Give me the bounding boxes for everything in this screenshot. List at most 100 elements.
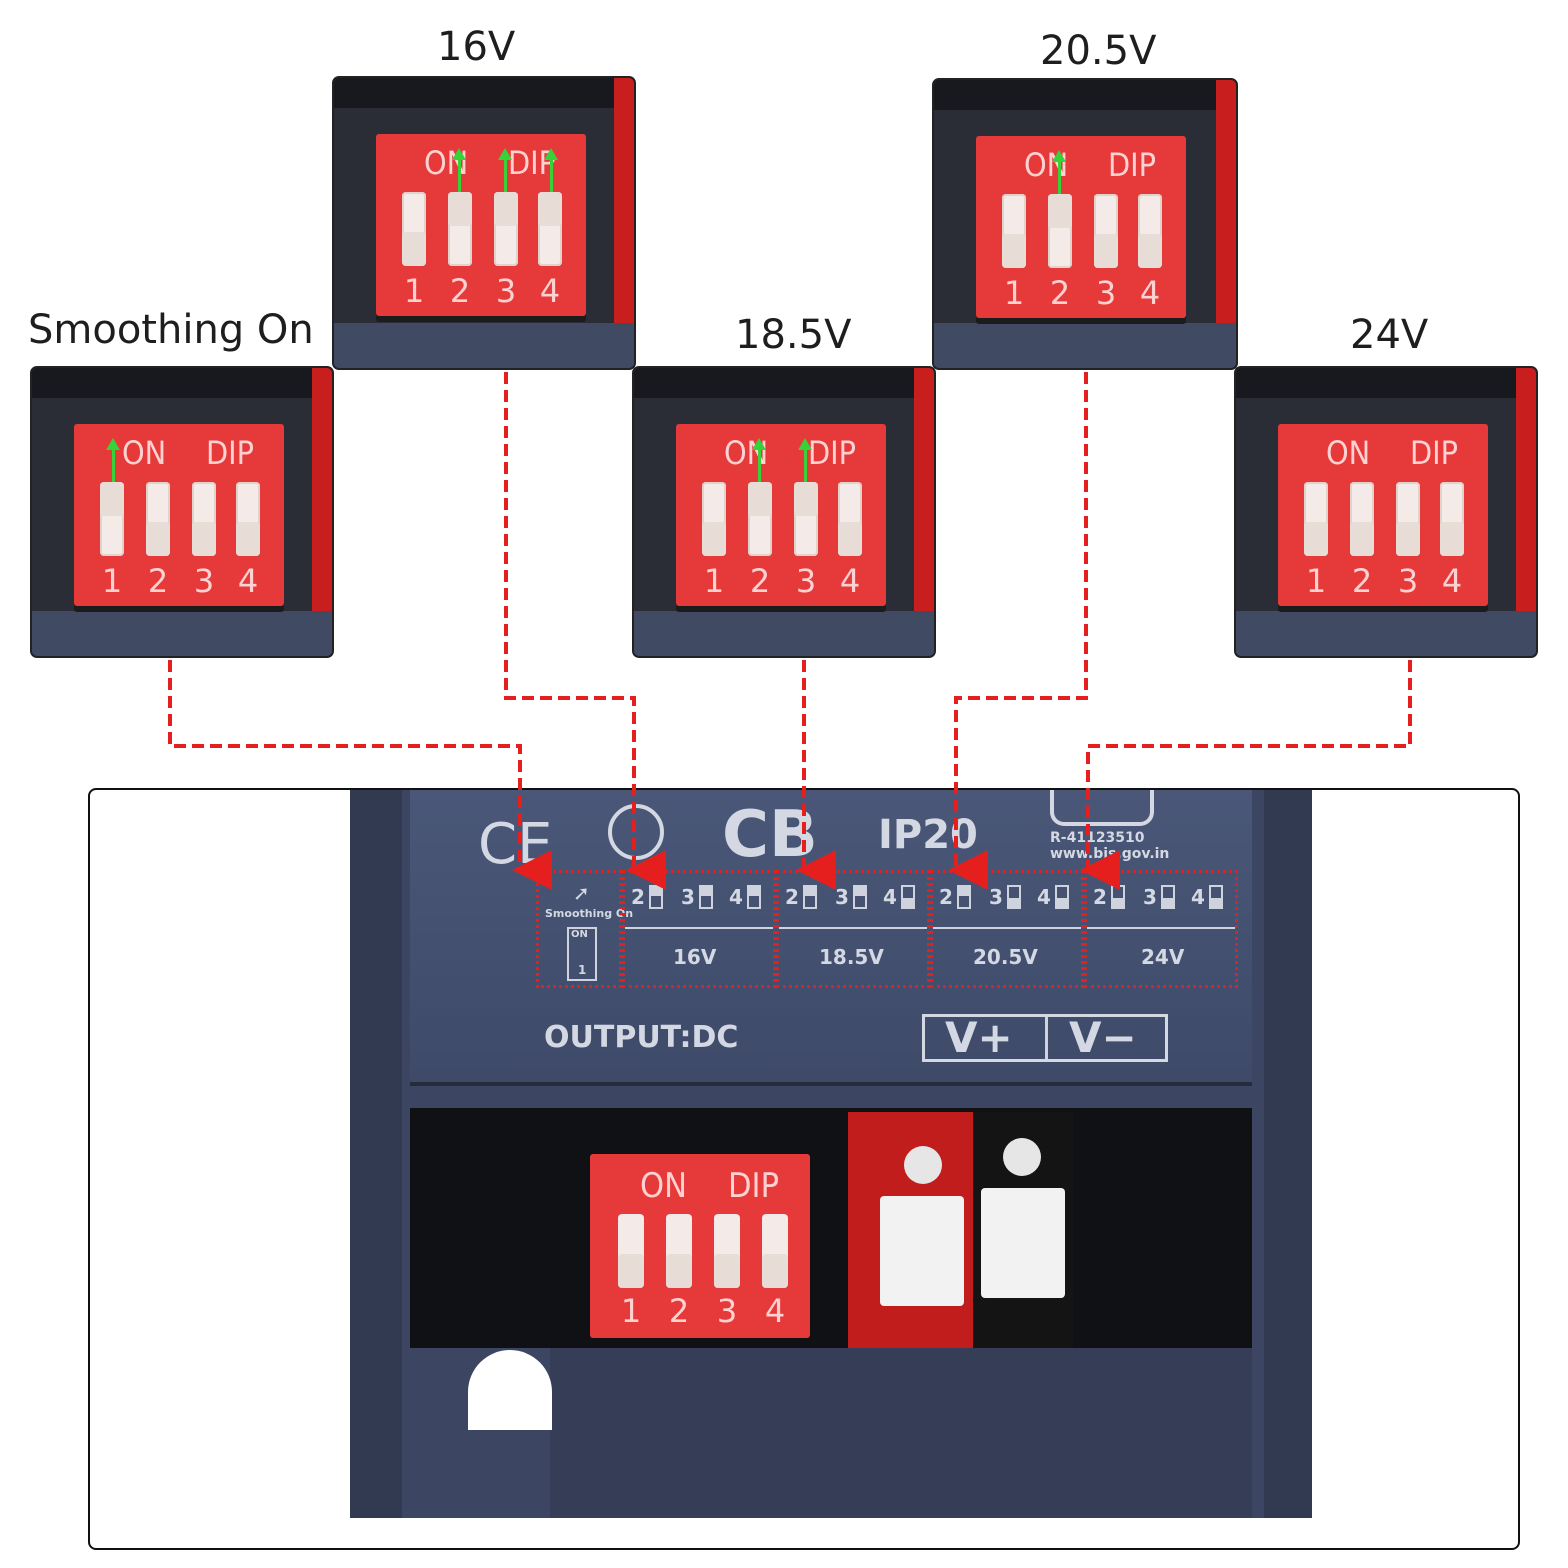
dip-num-4: 4 bbox=[764, 1292, 786, 1330]
dip-switch-16v: ON DIP 1 2 3 4 bbox=[376, 134, 586, 316]
setting-label-18-5v: 18.5V bbox=[819, 945, 884, 969]
dip-switch-1[interactable] bbox=[702, 482, 726, 556]
terminal-lever[interactable] bbox=[880, 1196, 964, 1306]
switch-on-text: ON bbox=[571, 929, 588, 940]
dip-switch-4[interactable] bbox=[1138, 194, 1162, 268]
dip-dip-label: DIP bbox=[1410, 434, 1459, 472]
dip-switch-4[interactable] bbox=[838, 482, 862, 556]
dip-num-3: 3 bbox=[1397, 562, 1419, 600]
dip-dip-label: DIP bbox=[206, 434, 255, 472]
dip-switch-3[interactable] bbox=[794, 482, 818, 556]
thumb-16v: ON DIP 1 2 3 4 bbox=[332, 76, 636, 370]
dip-num-4: 4 bbox=[1139, 274, 1161, 312]
position-2: 2 bbox=[1093, 885, 1107, 909]
setting-cell-24v: 2 3 4 24V bbox=[1084, 870, 1238, 988]
voltage-setting-table: Smoothing On ➚ ON 1 2 3 4 16V bbox=[536, 870, 1242, 990]
dip-num-2: 2 bbox=[1049, 274, 1071, 312]
terminal-negative[interactable] bbox=[973, 1112, 1073, 1357]
dip-dip-label: DIP bbox=[1108, 146, 1157, 184]
dip-num-2: 2 bbox=[668, 1292, 690, 1330]
output-label: OUTPUT:DC bbox=[544, 1020, 739, 1055]
green-up-arrow-icon bbox=[452, 148, 466, 192]
terminal-positive[interactable] bbox=[848, 1112, 973, 1357]
position-3: 3 bbox=[989, 885, 1003, 909]
dip-switch-3[interactable] bbox=[1094, 194, 1118, 268]
thumb-smoothing-on: ON DIP 1 2 3 4 bbox=[30, 366, 334, 658]
position-4: 4 bbox=[883, 885, 897, 909]
dip-switch-1[interactable] bbox=[1304, 482, 1328, 556]
green-up-arrow-icon bbox=[752, 438, 766, 482]
green-up-arrow-icon bbox=[1052, 150, 1066, 194]
dip-num-2: 2 bbox=[749, 562, 771, 600]
dip-switch-4[interactable] bbox=[762, 1214, 788, 1288]
dip-num-3: 3 bbox=[495, 272, 517, 310]
dip-num-4: 4 bbox=[237, 562, 259, 600]
smoothing-cell: Smoothing On ➚ ON 1 bbox=[536, 870, 633, 988]
green-up-arrow-icon bbox=[544, 148, 558, 192]
thumb-24v: ON DIP 1 2 3 4 bbox=[1234, 366, 1538, 658]
dip-dip-label: DIP bbox=[808, 434, 857, 472]
position-2: 2 bbox=[939, 885, 953, 909]
dip-on-label: ON bbox=[1326, 434, 1371, 472]
device-dip-switch: ON DIP 1 2 3 4 bbox=[590, 1154, 810, 1338]
dip-num-3: 3 bbox=[193, 562, 215, 600]
dip-switch-3[interactable] bbox=[1396, 482, 1420, 556]
dip-switch-1[interactable] bbox=[618, 1214, 644, 1288]
dip-num-2: 2 bbox=[147, 562, 169, 600]
dip-switch-2[interactable] bbox=[666, 1214, 692, 1288]
setting-label-24v: 24V bbox=[1141, 945, 1185, 969]
setting-cell-18-5v: 2 3 4 18.5V bbox=[776, 870, 930, 988]
dip-switch-smoothing: ON DIP 1 2 3 4 bbox=[74, 424, 284, 606]
dip-num-3: 3 bbox=[1095, 274, 1117, 312]
smoothing-label: Smoothing On bbox=[545, 907, 634, 920]
dip-switch-3[interactable] bbox=[192, 482, 216, 556]
position-4: 4 bbox=[1191, 885, 1205, 909]
dip-switch-1[interactable] bbox=[100, 482, 124, 556]
dip-num-1: 1 bbox=[403, 272, 425, 310]
connector-24v bbox=[1080, 660, 1412, 890]
terminal-hole bbox=[904, 1146, 942, 1184]
position-2: 2 bbox=[631, 885, 645, 909]
setting-cell-20-5v: 2 3 4 20.5V bbox=[930, 870, 1084, 988]
caption-16v: 16V bbox=[437, 24, 516, 70]
green-up-arrow-icon bbox=[498, 148, 512, 192]
dip-switch-1[interactable] bbox=[1002, 194, 1026, 268]
dip-num-3: 3 bbox=[795, 562, 817, 600]
dip-switch-2[interactable] bbox=[1350, 482, 1374, 556]
dip-num-1: 1 bbox=[703, 562, 725, 600]
power-supply-device: CE CB IP20 R-41123510 www.bis.gov.in Smo… bbox=[350, 790, 1312, 1518]
dip-on-label: ON bbox=[122, 434, 167, 472]
dip-switch-4[interactable] bbox=[236, 482, 260, 556]
dip-switch-1[interactable] bbox=[402, 192, 426, 266]
device-label-plate: CE CB IP20 R-41123510 www.bis.gov.in Smo… bbox=[410, 790, 1252, 1086]
device-base bbox=[550, 1348, 1252, 1518]
dip-switch-2[interactable] bbox=[1048, 194, 1072, 268]
dip-switch-2[interactable] bbox=[146, 482, 170, 556]
dip-switch-2[interactable] bbox=[748, 482, 772, 556]
caption-24v: 24V bbox=[1350, 312, 1429, 358]
dip-num-1: 1 bbox=[1305, 562, 1327, 600]
dip-switch-4[interactable] bbox=[538, 192, 562, 266]
dip-num-2: 2 bbox=[449, 272, 471, 310]
position-3: 3 bbox=[681, 885, 695, 909]
caption-smoothing-on: Smoothing On bbox=[28, 307, 314, 353]
dip-num-4: 4 bbox=[1441, 562, 1463, 600]
position-3: 3 bbox=[1143, 885, 1157, 909]
position-3: 3 bbox=[835, 885, 849, 909]
dip-num-1: 1 bbox=[1003, 274, 1025, 312]
dip-switch-4[interactable] bbox=[1440, 482, 1464, 556]
dip-switch-3[interactable] bbox=[494, 192, 518, 266]
dip-switch-3[interactable] bbox=[714, 1214, 740, 1288]
v-plus-label: V+ bbox=[945, 1013, 1013, 1062]
terminal-lever[interactable] bbox=[981, 1188, 1065, 1298]
terminal-polarity-label: V+ V− bbox=[922, 1013, 1168, 1062]
terminal-cavity bbox=[410, 1108, 1252, 1348]
dip-on-label: ON bbox=[640, 1166, 687, 1206]
position-2: 2 bbox=[785, 885, 799, 909]
dip-switch-2[interactable] bbox=[448, 192, 472, 266]
green-up-arrow-icon bbox=[106, 438, 120, 482]
dip-num-4: 4 bbox=[539, 272, 561, 310]
switch-diagram: ON 1 bbox=[567, 927, 597, 981]
connector-20-5v bbox=[948, 372, 1088, 890]
position-4: 4 bbox=[729, 885, 743, 909]
